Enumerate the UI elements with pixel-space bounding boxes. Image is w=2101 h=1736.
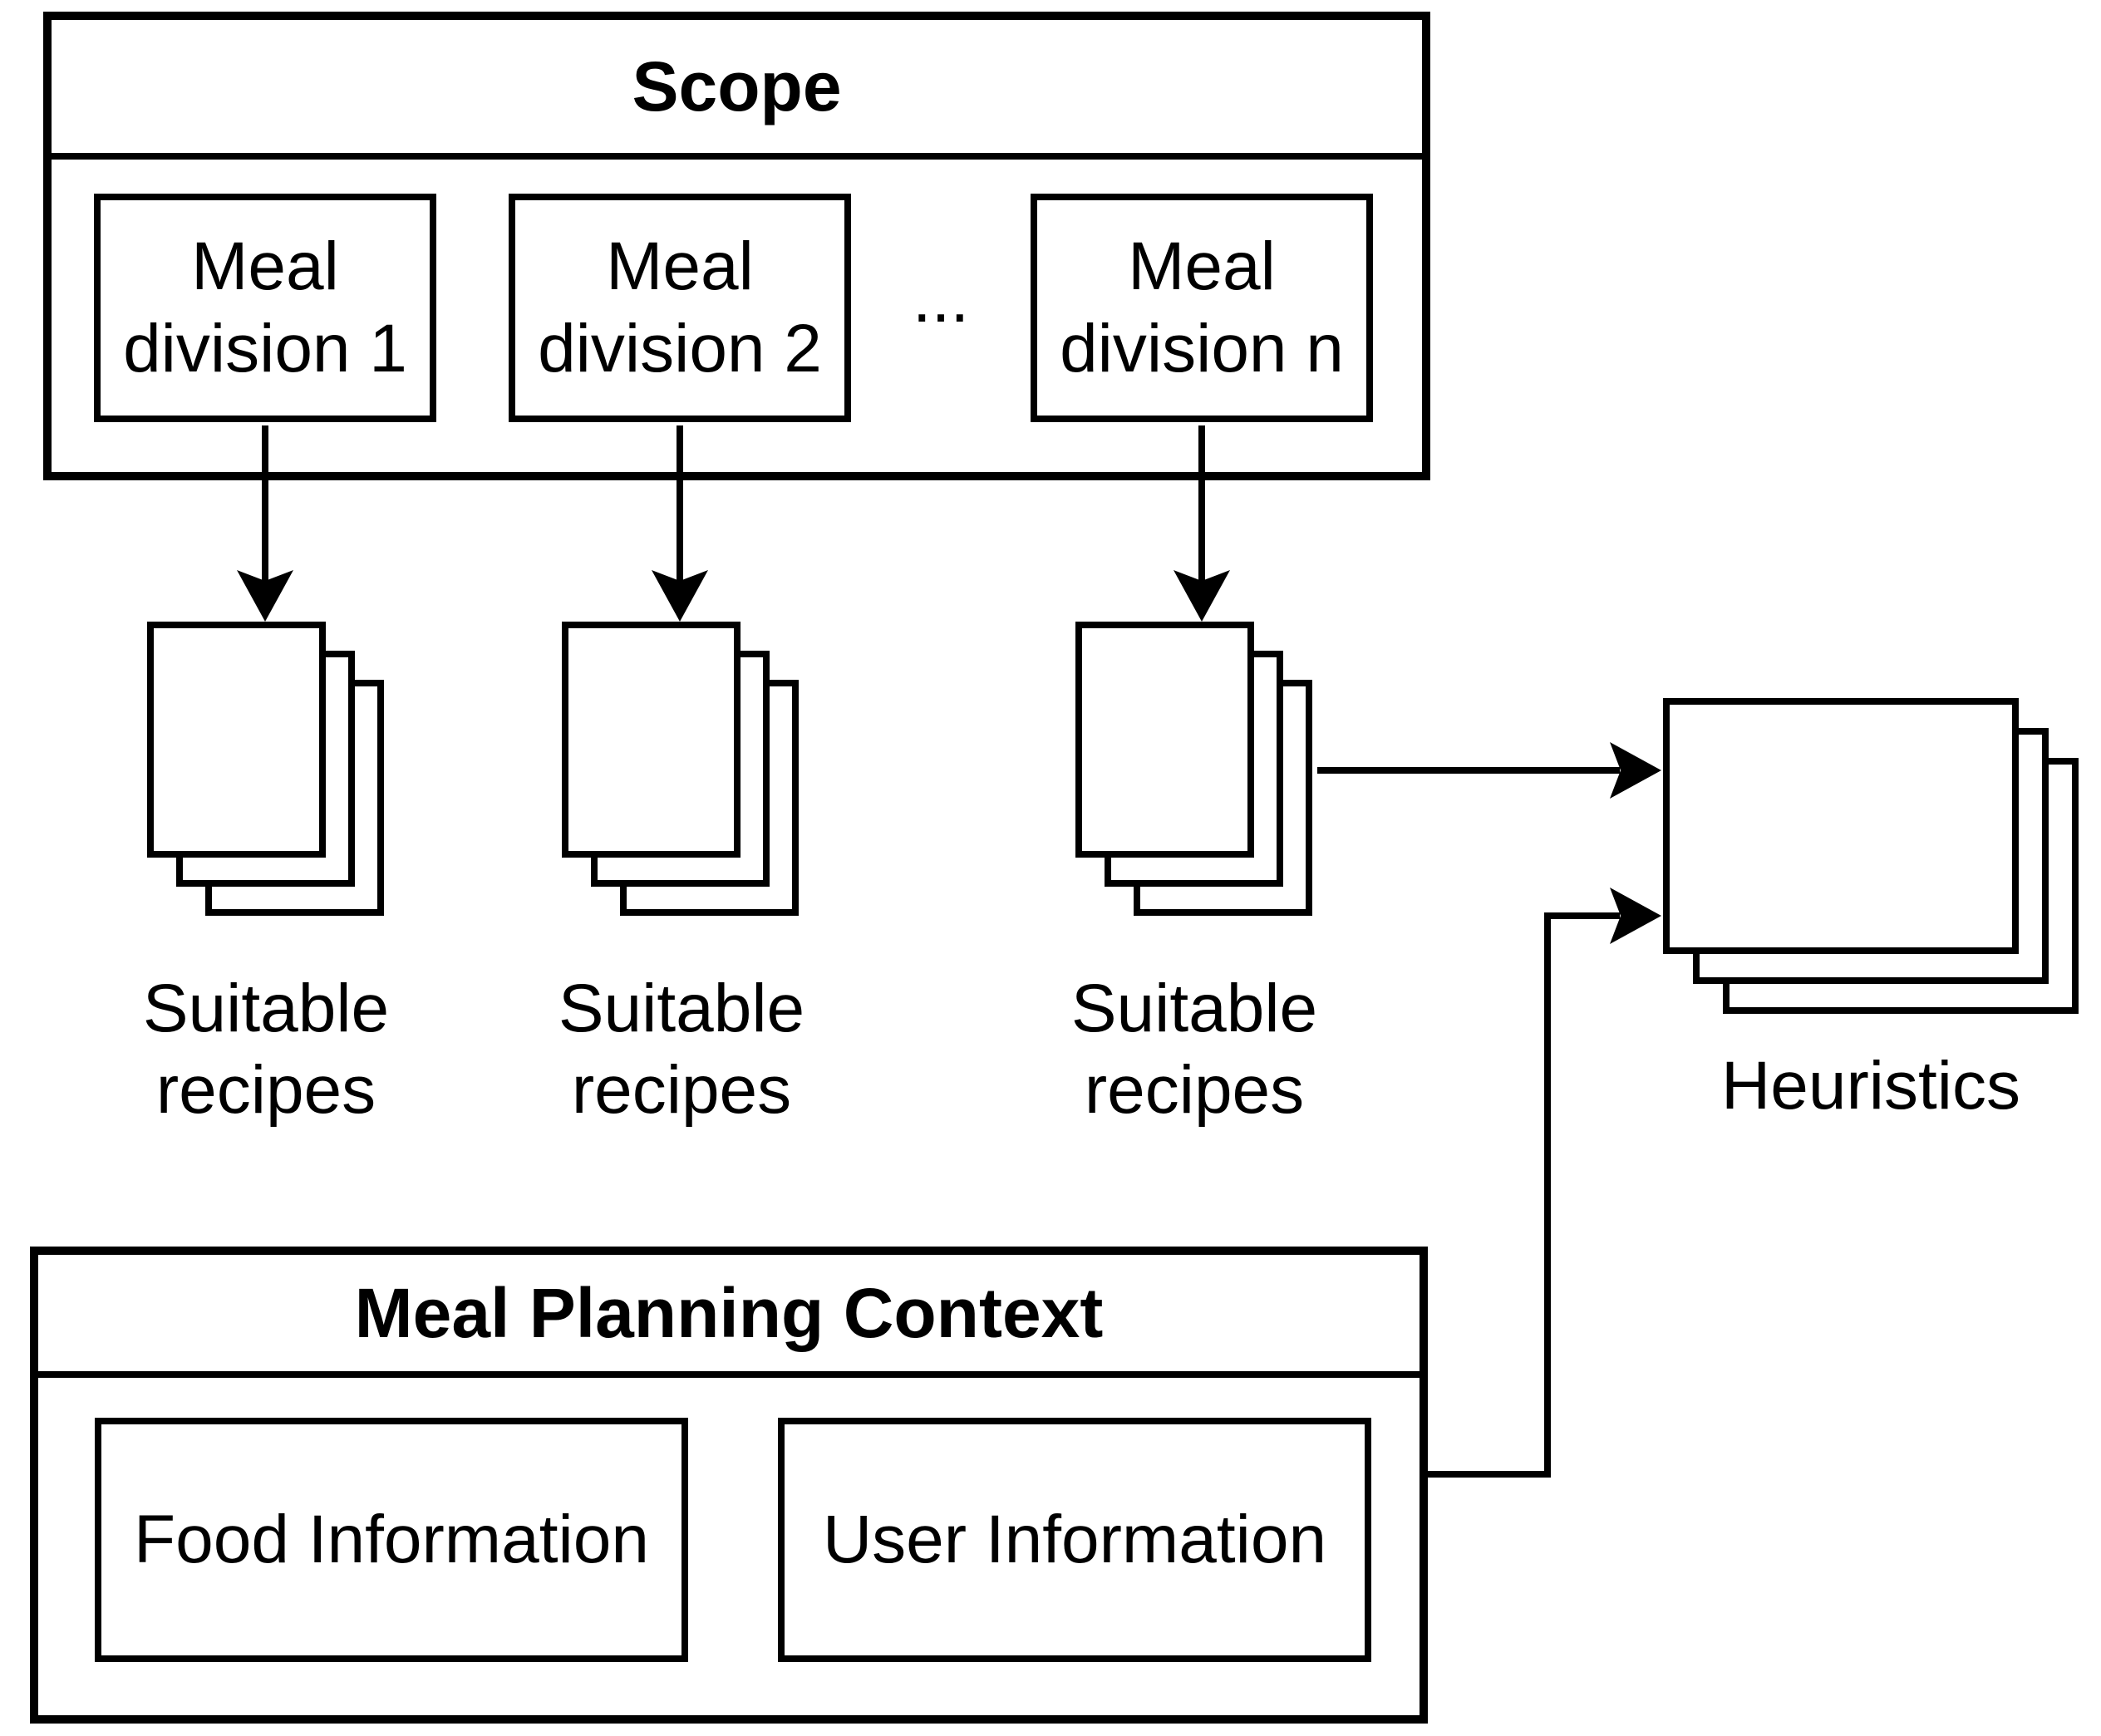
ellipsis: ...	[912, 261, 970, 337]
user-information-box: User Information	[778, 1418, 1371, 1662]
document-sheet-front	[147, 622, 326, 858]
meal-division-1-label: Meal division 1	[123, 229, 407, 386]
arrowhead-down-icon	[1174, 570, 1230, 622]
meal-division-2-box: Meal division 2	[509, 194, 851, 422]
food-information-label: Food Information	[134, 1501, 649, 1577]
meal-planning-context-title: Meal Planning Context	[38, 1255, 1420, 1378]
recipes-label-1: Suitable recipes	[142, 971, 390, 1129]
arrowhead-down-icon	[237, 570, 293, 622]
document-sheet-front	[562, 622, 741, 858]
meal-division-2-label: Meal division 2	[538, 229, 822, 386]
meal-division-n-box: Meal division n	[1031, 194, 1373, 422]
recipes-label-3: Suitable recipes	[1070, 971, 1318, 1129]
arrow-recipes3-to-heuristics	[1317, 742, 1661, 799]
heuristics-label: Heuristics	[1721, 1048, 2020, 1124]
arrowhead-down-icon	[652, 570, 708, 622]
document-sheet-front	[1663, 698, 2019, 954]
scope-title: Scope	[52, 20, 1422, 160]
meal-division-1-box: Meal division 1	[94, 194, 436, 422]
document-sheet-front	[1075, 622, 1254, 858]
recipes-label-2: Suitable recipes	[558, 971, 805, 1129]
arrow-context-to-heuristics	[1428, 888, 1661, 1478]
meal-division-n-label: Meal division n	[1060, 229, 1344, 386]
user-information-label: User Information	[822, 1501, 1327, 1577]
arrowhead-right-icon	[1610, 888, 1661, 944]
arrowhead-right-icon	[1610, 742, 1661, 799]
food-information-box: Food Information	[95, 1418, 688, 1662]
